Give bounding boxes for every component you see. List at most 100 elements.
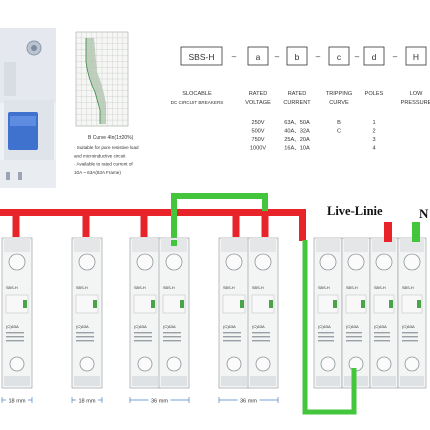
status-indicator-icon [23,300,27,308]
status-indicator-icon [240,300,244,308]
dimension-label: 18 mm [1,396,33,404]
terminal-screw-icon [9,356,25,372]
terminal-screw-icon [255,356,271,372]
series-box [180,46,223,66]
breaker-module: SBS-H (C)63A [218,237,250,389]
curve-note-line: · Suitable for pure resistive load [74,145,139,150]
column-value: 1 [372,120,375,126]
column-value: 4 [372,146,375,152]
status-indicator-icon [269,300,273,308]
curve-band [86,38,106,124]
curve-note-line: 10A ~ 63A(63A Frame) [74,170,121,175]
column-value: 63A、50A [284,120,310,126]
column-heading: RATED [288,91,307,97]
terminal-screw-icon [136,253,154,271]
column-value: 40A、32A [284,129,310,135]
code-dash: – [316,52,321,61]
code-field-box [247,46,269,66]
breaker-brand: SBS-H [134,286,146,290]
column-value: 500V [251,129,264,135]
terminal-screw-icon [225,253,243,271]
breaker-rating: (C)63A [318,324,331,329]
status-indicator-icon [93,300,97,308]
column-heading: RATED [249,91,268,97]
column-value: 250V [251,120,264,126]
breaker-rating: (C)63A [252,324,265,329]
breaker-brand: SBS-H [318,286,330,290]
terminal-screw-icon [347,253,365,271]
breaker-module: SBS-H (C)63A [313,237,343,389]
live-drop-wire [232,209,240,237]
curve-notes: · Suitable for pure resistive load and m… [74,145,139,175]
live-drop-wire [261,209,269,237]
live-drop-wire [140,209,148,237]
code-field-box [405,46,427,66]
column-heading: POLES [365,91,384,97]
breaker-module: SBS-H (C)63A [397,237,427,389]
breaker-brand: SBS-H [163,286,175,290]
dimension-label: 18 mm [71,396,103,404]
breaker-module: SBS-H(C)63A [247,237,279,389]
terminal-screw-icon [319,253,337,271]
code-field-box [286,46,308,66]
terminal-screw-icon [78,253,96,271]
code-dash: – [275,52,280,61]
column-heading: SLOCABLE [182,91,212,97]
breaker-brand: SBS-H [223,286,235,290]
dimension-labels: 18 mm 18 mm 36 mm 36 mm [1,396,279,404]
breaker-rating: (C)63A [223,324,236,329]
code-field-label: c [337,52,342,62]
status-indicator-icon [151,300,155,308]
status-indicator-icon [361,300,365,308]
dimension-label: 36 mm [129,396,190,404]
terminal-screw-icon [376,356,392,372]
terminal-screw-icon [403,253,421,271]
column-subheading: VOLTAGE [245,100,271,106]
code-dash: – [355,52,360,61]
terminal-screw-icon [79,356,95,372]
column-heading: TRIPPING [326,91,352,97]
terminal-screw-icon [8,253,26,271]
column-value: 1000V [250,146,266,152]
status-indicator-icon [389,300,393,308]
terminal-screw-icon [166,356,182,372]
code-dash: – [232,52,237,61]
svg-text:18 mm: 18 mm [8,398,25,404]
breaker-rating: (C)63A [374,324,387,329]
column-subheading: DC CIRCUIT BREAKERS [171,100,224,105]
neutral-return-wire [302,240,357,415]
svg-text:36 mm: 36 mm [240,398,257,404]
code-field-label: H [413,52,419,62]
terminal-screw-icon [375,253,393,271]
column-subheading: CURVE [329,100,349,106]
dimension-label: 36 mm [218,396,279,404]
live-line-label: Live-Linie [327,204,383,218]
series-box-label: SBS-H [189,52,215,62]
breaker-rating: (C)63A [402,324,415,329]
curve-note-line: · Available to rated current of [74,162,133,167]
tripping-curve-chart [75,31,129,127]
column-value: 750V [251,137,264,143]
breaker-module: SBS-H(C)63A [158,237,190,389]
terminal-screw-icon [137,356,153,372]
breaker-rating: (C)63A [76,324,89,329]
terminal-screw-icon [320,356,336,372]
breaker-brand: SBS-H [374,286,386,290]
code-field-label: a [256,52,261,62]
live-drop-wire [12,209,20,237]
code-field-box [328,46,350,66]
column-value: B [337,120,341,126]
column-value: 16A、10A [284,146,310,152]
breaker-rating: (C)63A [134,324,147,329]
column-value: 3 [372,137,375,143]
status-indicator-icon [417,300,421,308]
code-dash: – [393,52,398,61]
wires-front [171,222,420,415]
breaker-module: SBS-H (C)63A [369,237,399,389]
code-field-label: d [372,52,377,62]
breaker-rating: (C)63A [6,324,19,329]
breaker-row: SBS-H (C)63A SBS-H (C)63A SBS-H (C)63A SBS-H (C… [1,237,427,389]
column-value: 2 [372,129,375,135]
breaker-brand: SBS-H [402,286,414,290]
